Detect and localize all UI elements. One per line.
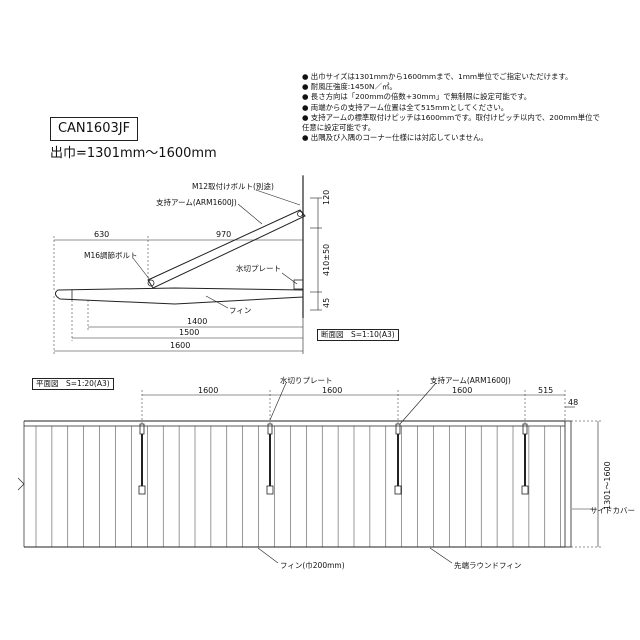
dim-1600-section: 1600 (170, 341, 191, 350)
support-arm-plan (521, 423, 529, 495)
label-m16-bolt: M16調節ボルト (84, 251, 138, 260)
dim-1400: 1400 (187, 317, 208, 326)
label-m12-bolt: M12取付けボルト(別途) (192, 182, 274, 191)
label-fin-width: フィン(巾200mm) (280, 561, 345, 570)
spec-notes: ● 出巾サイズは1301mmから1600mmまで、1mm単位でご指定いただけます… (302, 72, 600, 143)
note-item: ● 支持アームの標準取付けピッチは1600mmです。取付けピッチ以内で、200m… (302, 112, 600, 122)
label-round-fin: 先端ラウンドフィン (454, 561, 522, 570)
plan-view-lines (17, 382, 602, 564)
label-support-arm-section: 支持アーム(ARM1600J) (156, 198, 237, 207)
plan-support-arms (138, 423, 529, 495)
support-arm-plan (266, 423, 274, 495)
dim-pitch-2: 1600 (322, 386, 343, 395)
dim-1500: 1500 (179, 328, 200, 337)
support-arm-plan (394, 423, 402, 495)
width-range: 出巾=1301mm〜1600mm (50, 146, 217, 161)
support-arm-plan (138, 423, 146, 495)
section-scale-label: 断面図 S=1:10(A3) (317, 329, 399, 341)
note-item: ● 耐風圧強度:1450N／㎡。 (302, 82, 397, 92)
label-side-cover: サイドカバー (590, 506, 635, 515)
dim-120: 120 (322, 189, 331, 205)
model-code: CAN1603JF (50, 117, 138, 141)
note-item: ● 出巾サイズは1301mmから1600mmまで、1mm単位でご指定いただけます… (302, 72, 573, 81)
label-fin-section: フィン (229, 306, 252, 315)
dim-pitch-1: 1600 (198, 386, 219, 395)
note-item: ● 出隅及び入隅のコーナー仕様には対応していません。 (302, 133, 488, 143)
dim-45: 45 (322, 297, 331, 308)
plan-scale-label: 平面図 S=1:20(A3) (32, 378, 114, 390)
dim-630: 630 (94, 230, 110, 239)
plan-fin-lines (35, 426, 561, 547)
label-drip-plate-section: 水切プレート (236, 264, 281, 273)
dim-depth: 1301〜1600 (603, 461, 612, 510)
section-view-lines (53, 175, 322, 354)
dim-970: 970 (216, 230, 232, 239)
label-support-arm-plan: 支持アーム(ARM1600J) (430, 376, 511, 385)
label-drip-plate-plan: 水切りプレート (280, 376, 333, 385)
dim-410: 410±50 (322, 243, 331, 276)
note-item: ● 両端からの支持アーム位置は全て515mmとしてください。 (302, 102, 509, 112)
dim-48: 48 (568, 398, 579, 407)
note-item: ● 長さ方向は「200mmの倍数+30mm」で無制限に設定可能です。 (302, 92, 532, 102)
note-item: 任意に設定可能です。 (302, 123, 376, 133)
dim-pitch-3: 1600 (452, 386, 473, 395)
dim-end-515: 515 (538, 386, 554, 395)
